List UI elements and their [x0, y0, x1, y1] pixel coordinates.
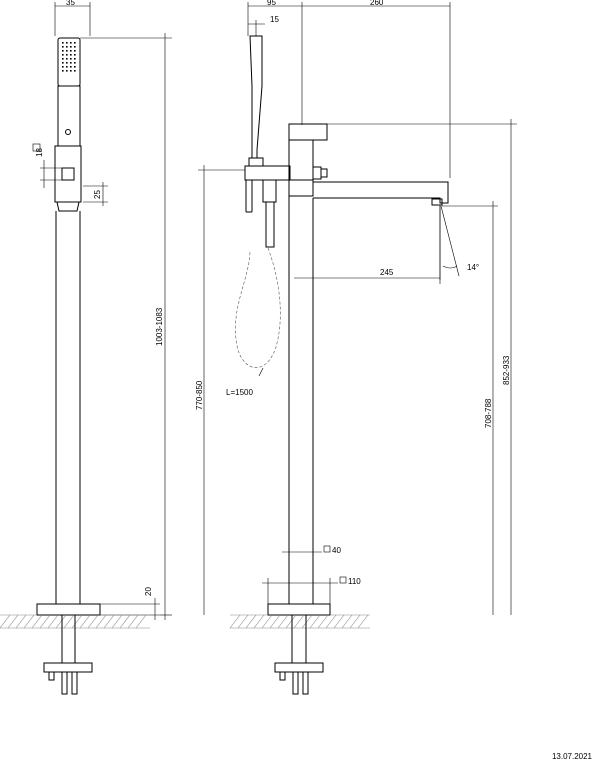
dim-spout-angle: 14°: [467, 263, 479, 272]
base-plate-side: [36, 603, 101, 616]
holder-arm: [244, 165, 291, 181]
label-hose-length: L=1500: [226, 388, 253, 397]
dim-spout-bottom-height: 708-788: [484, 398, 493, 428]
dim-holder-height: 25: [93, 190, 102, 199]
dim-handle-width: 15: [270, 15, 279, 24]
spout: [313, 181, 449, 204]
dim-holder-square: 18: [35, 148, 44, 157]
dim-handshower-offset: 95: [267, 0, 276, 7]
dim-base-square: 110: [348, 577, 361, 586]
dim-spout-length: 260: [370, 0, 384, 7]
holder-block: [54, 145, 82, 203]
handshower-head: [57, 37, 81, 87]
dim-total-height: 1003-1083: [155, 307, 164, 346]
side-view: 35 18 25 20 1003-: [0, 0, 172, 695]
base-plate-front: [267, 603, 331, 616]
dim-side-width: 35: [66, 0, 75, 7]
mixer-body: [288, 139, 314, 197]
handshower-handle: [57, 85, 81, 147]
mixer-lever: [288, 123, 328, 141]
dim-outlet-height: 770-850: [195, 380, 204, 410]
handshower-side: [249, 35, 263, 159]
front-view: 95 260 15 L=1500 245: [195, 0, 517, 695]
drawing-date: 13.07.2021: [551, 752, 592, 761]
dim-base-plate: 20: [144, 587, 153, 596]
dim-spout-reach: 245: [380, 268, 394, 277]
hose: [235, 247, 281, 368]
dim-spout-height: 852-933: [502, 355, 511, 385]
shower-nozzles: [62, 42, 76, 72]
dim-pipe-square: 40: [332, 546, 341, 555]
